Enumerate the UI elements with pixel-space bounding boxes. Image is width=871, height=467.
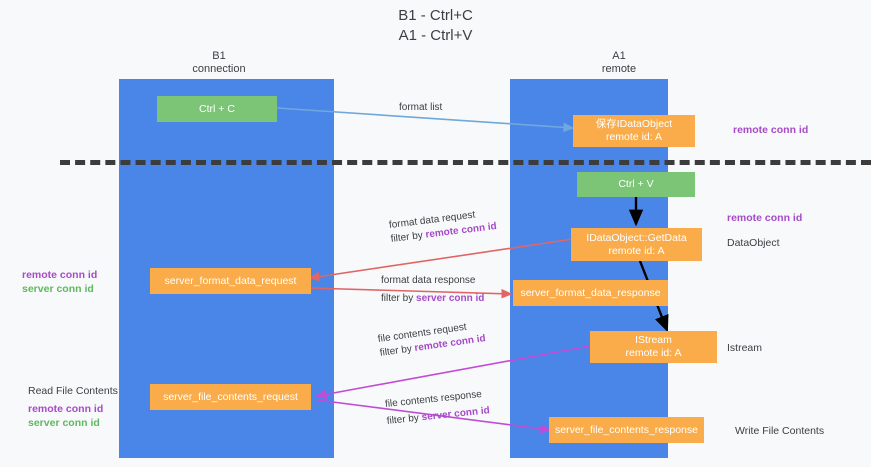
edge-label-format-data-response: format data response filter by server co… [381,274,484,306]
filter-prefix: filter by [386,412,423,427]
filter-value-server-conn-id: server conn id [416,293,485,304]
annotation-remote-conn-id-mid: remote conn id [727,212,803,224]
filter-prefix: filter by [379,343,416,359]
filter-prefix: filter by [381,293,417,304]
box-server-format-data-response[interactable]: server_format_data_response [513,280,668,306]
box-server-format-data-request[interactable]: server_format_data_request [150,268,311,294]
box-istream[interactable]: IStream remote id: A [590,331,717,363]
divider-dashed-line [60,160,871,165]
edge-label-format-list: format list [399,101,442,115]
annotation-left-remote-conn-id-bottom: remote conn id [28,403,104,415]
annotation-istream: Istream [727,342,763,354]
edge-label-format-data-response-primary: format data response [381,275,476,286]
box-server-file-contents-request[interactable]: server_file_contents_request [150,384,311,410]
filter-prefix: filter by [390,229,427,245]
filter-value-server-conn-id: server conn id [421,405,491,424]
annotation-left-server-conn-id-bottom: server conn id [28,417,100,429]
edge-label-format-data-response-filter: filter by server conn id [381,292,484,306]
annotation-remote-conn-id-top: remote conn id [733,124,809,136]
box-save-idataobject[interactable]: 保存IDataObject remote id: A [573,115,695,147]
edge-label-format-list-text: format list [399,102,443,113]
edge-label-file-contents-response: file contents response filter by server … [384,387,490,429]
annotation-left-server-conn-id-mid: server conn id [22,283,94,295]
column-header-right: A1 remote [601,50,637,75]
annotation-left-remote-conn-id-mid: remote conn id [22,269,98,281]
box-idataobject-getdata[interactable]: IDataObject::GetData remote id: A [571,228,702,261]
annotation-dataobject: DataObject [727,237,780,249]
edge-label-file-contents-request: file contents request filter by remote c… [377,318,487,361]
edge-label-format-data-request: format data request filter by remote con… [388,206,497,247]
column-header-left: B1 connection [192,50,246,75]
page-title: B1 - Ctrl+C A1 - Ctrl+V [398,7,473,44]
annotation-read-file-contents: Read File Contents [28,385,118,397]
box-server-file-contents-response[interactable]: server_file_contents_response [549,417,704,443]
box-ctrl-c[interactable]: Ctrl + C [157,96,277,122]
box-ctrl-v[interactable]: Ctrl + V [577,172,695,197]
annotation-write-file-contents: Write File Contents [735,425,825,437]
